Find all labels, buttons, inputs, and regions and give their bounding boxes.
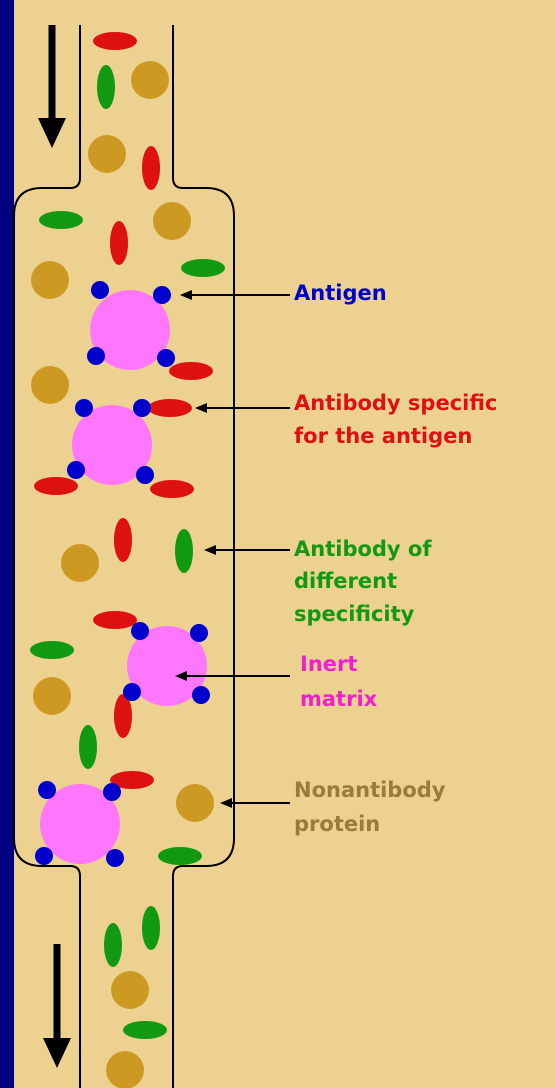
antigen-dot [67, 461, 85, 479]
label-protein-line1: Nonantibody [294, 776, 446, 805]
flow-arrow-top [38, 25, 66, 148]
antigen-dot [75, 399, 93, 417]
antigen-dot [192, 686, 210, 704]
antigen-dot [153, 286, 171, 304]
label-antigen: Antigen [294, 279, 387, 308]
flow-arrow-bottom [43, 944, 71, 1068]
antigen-dot [157, 349, 175, 367]
antigen-dot [133, 399, 151, 417]
leader-antibody-specific [195, 403, 290, 413]
label-antibody-specific-line1: Antibody specific [294, 389, 497, 418]
antibody-specific [150, 480, 194, 498]
antibody-specific [169, 362, 213, 380]
matrix-complex-3 [93, 611, 210, 738]
matrix-complex-2 [34, 399, 194, 498]
leader-protein [220, 798, 290, 808]
matrix-complex-4 [35, 771, 154, 867]
antigen-dot [131, 622, 149, 640]
antibody-specific [114, 694, 132, 738]
label-matrix-line1: Inert [300, 650, 357, 679]
label-antibody-other-line2: different [294, 567, 397, 596]
antigen-dot [91, 281, 109, 299]
antibody-specific [93, 611, 137, 629]
antigen-dot [190, 624, 208, 642]
label-antibody-specific-line2: for the antigen [294, 422, 472, 451]
label-antibody-other-line3: specificity [294, 600, 414, 629]
antigen-dot [106, 849, 124, 867]
antigen-dot [136, 466, 154, 484]
label-antibody-other-line1: Antibody of [294, 535, 432, 564]
antigen-dot [103, 783, 121, 801]
antigen-dot [38, 781, 56, 799]
antigen-dot [35, 847, 53, 865]
antibody-specific [34, 477, 78, 495]
antigen-dot [123, 683, 141, 701]
label-protein-line2: protein [294, 810, 380, 839]
antibody-specific [148, 399, 192, 417]
leader-antibody-other [204, 545, 290, 555]
antigen-dot [87, 347, 105, 365]
label-matrix-line2: matrix [300, 685, 377, 714]
